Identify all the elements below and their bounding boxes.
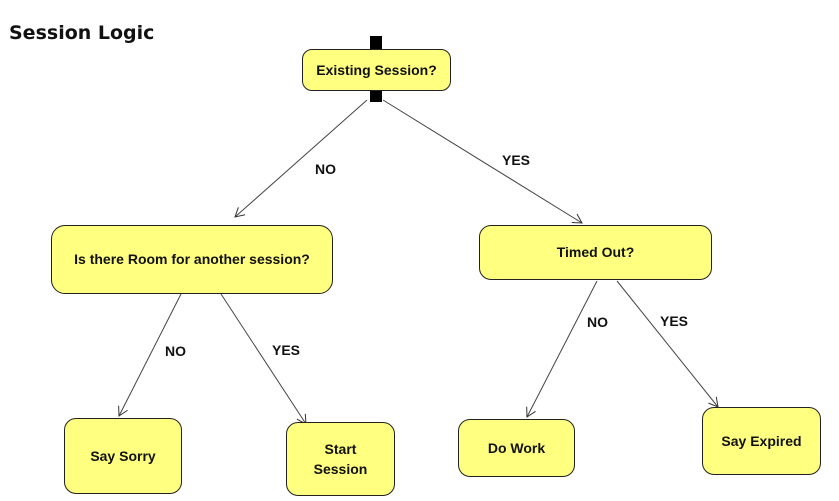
node-do-work: Do Work xyxy=(458,419,575,477)
node-say-expired: Say Expired xyxy=(702,407,821,475)
edge-label-timed-yes: YES xyxy=(660,313,689,329)
node-room-for-session-label: Is there Room for another session? xyxy=(74,251,310,268)
node-say-sorry: Say Sorry xyxy=(64,418,182,494)
node-existing-session: Existing Session? xyxy=(302,49,451,91)
edge-room-yes xyxy=(220,293,307,425)
edge-existing-no xyxy=(234,99,368,218)
node-say-sorry-label: Say Sorry xyxy=(90,447,156,464)
edge-timed-no xyxy=(526,280,598,418)
node-do-work-label: Do Work xyxy=(487,439,546,456)
edge-label-room-no: NO xyxy=(165,343,186,359)
diagram-title: Session Logic xyxy=(9,22,155,44)
node-timed-out: Timed Out? xyxy=(479,225,712,280)
node-room-for-session: Is there Room for another session? xyxy=(51,225,333,294)
edge-room-no xyxy=(118,293,182,417)
edge-label-existing-yes: YES xyxy=(502,152,531,168)
edge-timed-yes xyxy=(616,280,719,408)
bottom-connector-port xyxy=(370,89,382,102)
edge-existing-yes xyxy=(382,99,583,224)
node-start-session-label-line2: Session xyxy=(313,461,368,477)
edge-label-timed-no: NO xyxy=(587,314,608,330)
edge-label-existing-no: NO xyxy=(315,161,336,177)
node-existing-session-label: Existing Session? xyxy=(316,61,437,78)
node-timed-out-label: Timed Out? xyxy=(556,244,635,261)
node-start-session: Start Session xyxy=(286,422,395,496)
top-connector-port xyxy=(370,36,382,49)
node-say-expired-label: Say Expired xyxy=(721,432,802,449)
node-start-session-label-line1: Start xyxy=(324,440,357,457)
edge-label-room-yes: YES xyxy=(272,342,301,358)
